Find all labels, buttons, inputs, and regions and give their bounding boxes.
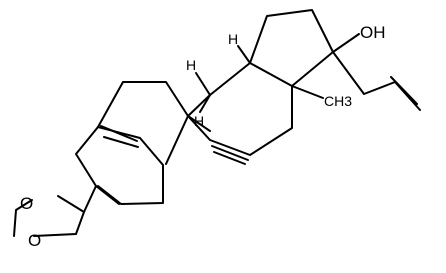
oxygen-bottom-label: O	[28, 231, 41, 250]
oxygen-top-label: O	[20, 194, 33, 213]
bond-stereo-h-right	[199, 94, 211, 113]
bond-hydroxyl	[332, 33, 360, 53]
methyl-label: CH3	[324, 93, 352, 109]
bond-allyl	[332, 51, 421, 111]
bond-double-c	[211, 145, 249, 165]
bond-methyl	[291, 85, 324, 99]
bond-stereo-h-left	[195, 72, 211, 96]
bond-ring-c	[187, 62, 293, 156]
bond-stereo-h-top	[237, 45, 251, 64]
bond-double-ab	[100, 125, 139, 148]
bond-ring-a	[75, 126, 164, 205]
bond-ring-b2	[187, 115, 211, 132]
bond-dioxolane	[13, 195, 85, 237]
bond-ring-b	[97, 81, 189, 165]
stereo-h-top-label: H	[228, 31, 238, 47]
hydroxyl-label: OH	[360, 23, 386, 42]
bond-ring-d	[249, 9, 334, 87]
stereo-h-left-label: H	[186, 57, 196, 73]
stereo-h-right-label: H	[194, 113, 204, 129]
